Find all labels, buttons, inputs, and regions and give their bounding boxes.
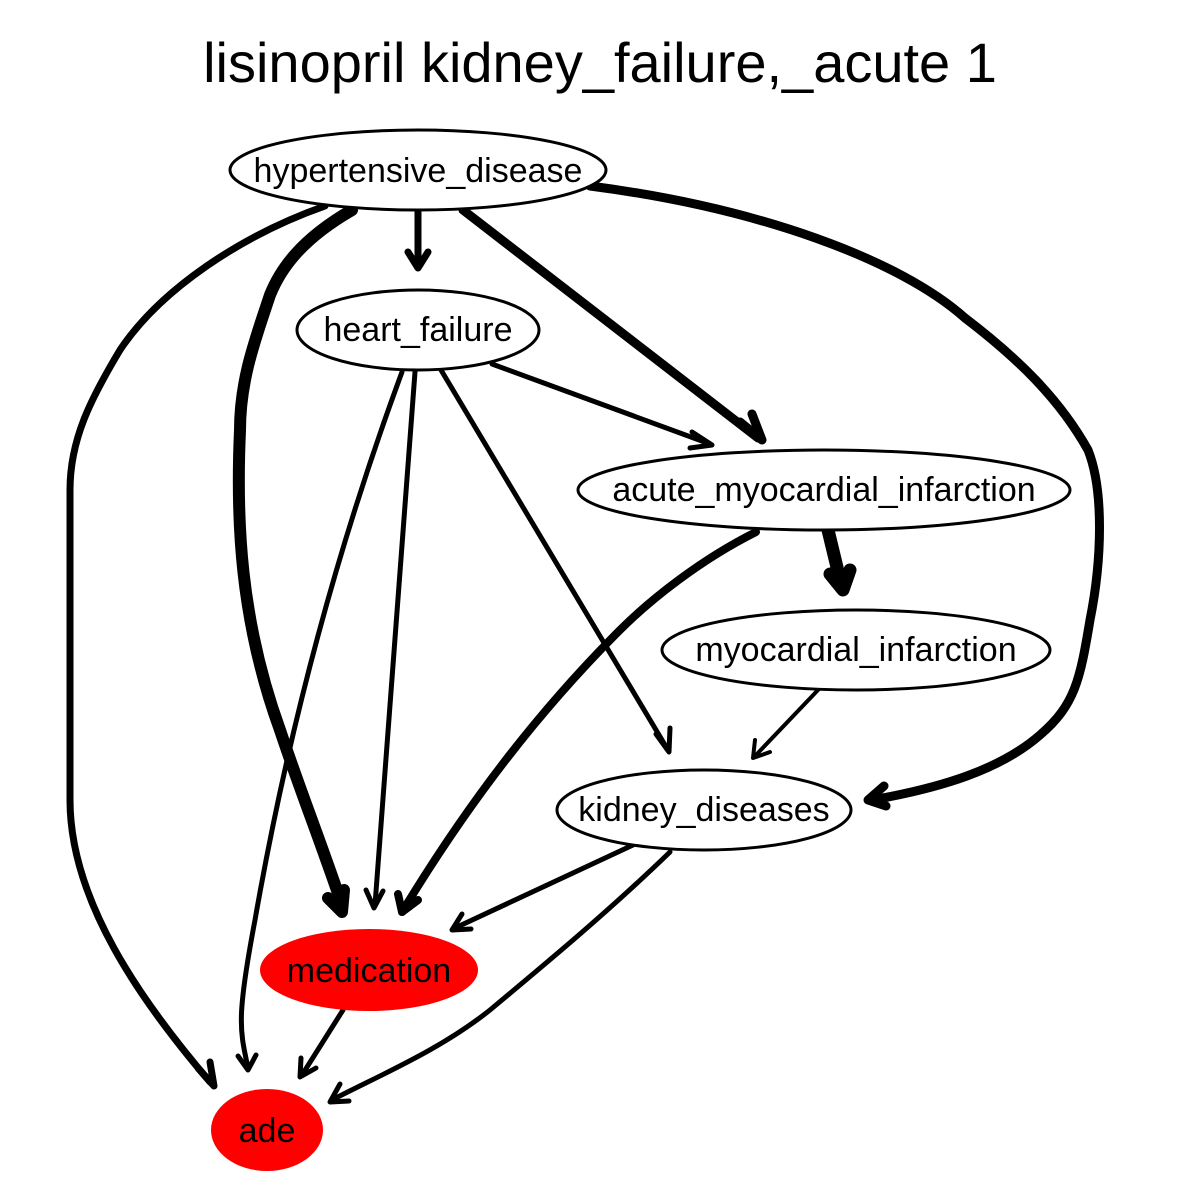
node-label-myocardial-infarction: myocardial_infarction xyxy=(695,631,1016,669)
edge-myocardial-infarction-to-kidney-diseases xyxy=(751,688,820,760)
node-myocardial-infarction[interactable]: myocardial_infarction xyxy=(660,608,1052,692)
node-label-hypertensive-disease: hypertensive_disease xyxy=(254,152,583,190)
edge-heart-failure-to-ade xyxy=(235,369,405,1073)
nodes: hypertensive_disease heart_failure acute… xyxy=(211,128,1072,1171)
node-hypertensive-disease[interactable]: hypertensive_disease xyxy=(228,128,608,212)
edge-acute-myocardial-infarction-to-medication xyxy=(394,528,760,916)
node-label-medication: medication xyxy=(287,952,451,990)
edge-hypertensive-disease-to-heart-failure xyxy=(404,208,432,272)
edge-hypertensive-disease-to-medication xyxy=(232,204,358,918)
node-label-kidney-diseases: kidney_diseases xyxy=(578,791,829,829)
node-label-acute-myocardial-infarction: acute_myocardial_infarction xyxy=(612,471,1035,509)
edge-kidney-diseases-to-ade xyxy=(327,849,673,1105)
node-medication[interactable]: medication xyxy=(260,929,478,1011)
edge-heart-failure-to-acute-myocardial-infarction xyxy=(489,361,715,451)
edge-hypertensive-disease-to-acute-myocardial-infarction xyxy=(458,205,767,445)
node-heart-failure[interactable]: heart_failure xyxy=(295,288,541,372)
node-kidney-diseases[interactable]: kidney_diseases xyxy=(555,768,853,852)
edges xyxy=(66,181,1104,1105)
edge-heart-failure-to-medication xyxy=(363,369,418,911)
edge-acute-myocardial-infarction-to-myocardial-infarction xyxy=(821,523,857,597)
graph-title: lisinopril kidney_failure,_acute 1 xyxy=(203,31,997,94)
edge-medication-to-ade xyxy=(297,1007,346,1080)
edge-kidney-diseases-to-medication xyxy=(449,842,636,933)
edge-heart-failure-to-kidney-diseases xyxy=(438,367,673,755)
node-ade[interactable]: ade xyxy=(211,1089,323,1171)
edge-hypertensive-disease-to-kidney-diseases xyxy=(585,181,1104,811)
edge-hypertensive-disease-to-ade xyxy=(66,202,329,1090)
node-label-ade: ade xyxy=(239,1112,296,1150)
node-label-heart-failure: heart_failure xyxy=(323,311,512,349)
node-acute-myocardial-infarction[interactable]: acute_myocardial_infarction xyxy=(576,448,1072,532)
